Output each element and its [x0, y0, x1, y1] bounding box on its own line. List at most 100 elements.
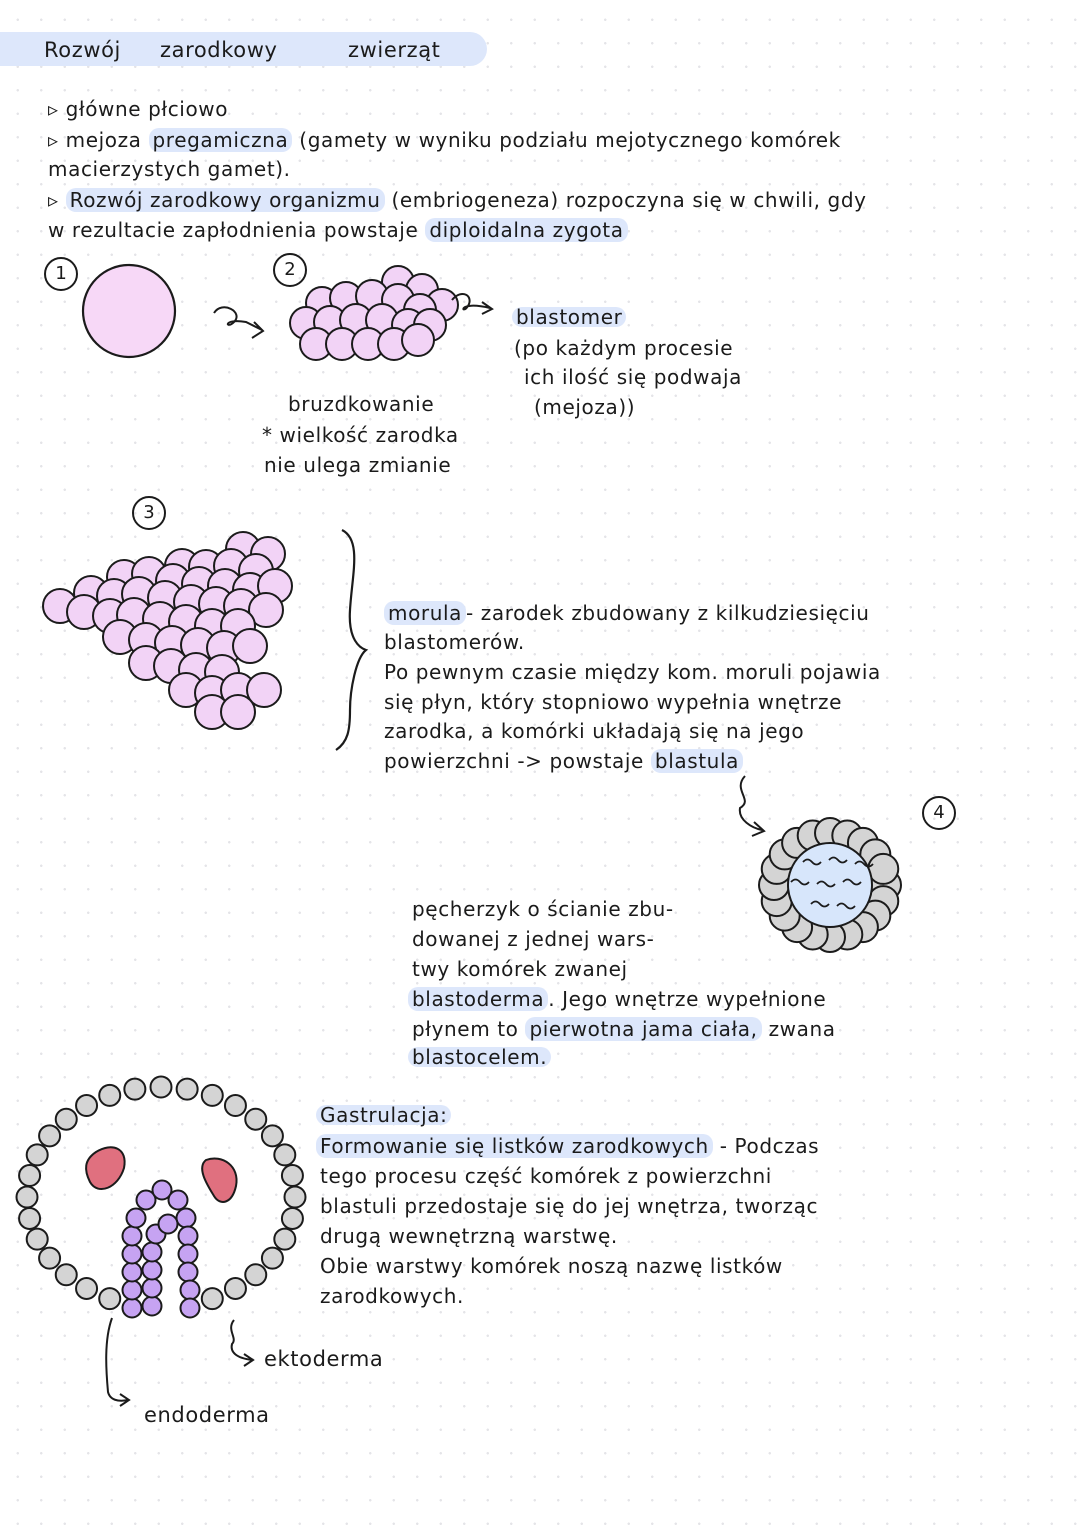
blastula-diagram — [758, 817, 902, 953]
ectoderm-cell — [283, 1185, 307, 1209]
endoderma-label: endoderma — [144, 1403, 270, 1427]
mesoderm-left — [85, 1146, 126, 1190]
ectoderm-cell — [15, 1185, 39, 1209]
bullet-1-text: główne płciowo — [65, 97, 229, 121]
fluid-wave — [842, 878, 862, 886]
gastrulation-line-3: blastuli przedostaje się do jej wnętrza,… — [320, 1194, 819, 1218]
bullet-3-zygote-highlight: diploidalna zygota — [425, 218, 628, 242]
ectoderm-cell — [54, 1107, 78, 1131]
blastula-line-5: płynem to pierwotna jama ciała, zwana — [412, 1017, 836, 1041]
endoderm-cell — [121, 1279, 143, 1301]
endoderm-cell — [141, 1241, 163, 1263]
bullet-2-highlight: pregamiczna — [148, 128, 293, 152]
endoderm-cell — [157, 1213, 179, 1235]
ectoderm-cell — [273, 1227, 297, 1251]
blastoderm-highlight: blastoderma — [408, 987, 549, 1011]
morula-cell — [248, 592, 284, 628]
blastomer-note-1: (po każdym procesie — [514, 336, 734, 360]
fluid-wave — [836, 902, 856, 910]
cleavage-note-2: nie ulega zmianie — [264, 453, 452, 477]
ectoderm-cell — [123, 1077, 147, 1101]
title-word-3: zwierząt — [348, 38, 441, 62]
ektoderma-label: ektoderma — [264, 1347, 384, 1371]
fluid-wave — [816, 880, 836, 888]
blastula-line-4-text: . Jego wnętrze wypełnione — [548, 987, 827, 1011]
curly-brace — [335, 529, 369, 751]
blastula-line-5-text: płynem to — [412, 1017, 519, 1041]
gastrulation-line-4: drugą wewnętrzną warstwę. — [320, 1224, 618, 1248]
ectoderm-cell — [280, 1164, 304, 1188]
ectoderm-cell — [25, 1143, 49, 1167]
arrow-zygote-to-cleavage — [213, 306, 265, 339]
endoderm-cell — [125, 1207, 147, 1229]
endoderm-cell — [151, 1179, 173, 1201]
gastrula-diagram — [15, 1075, 307, 1319]
ectoderm-cell — [244, 1107, 268, 1131]
arrow-to-blastula — [738, 775, 766, 837]
endoderm-cell — [121, 1261, 143, 1283]
blastomere-cell — [401, 323, 435, 357]
morula-line-2: blastomerów. — [384, 630, 525, 654]
bullet-1: ▹ główne płciowo — [48, 97, 229, 121]
title-word-1: Rozwój — [44, 38, 121, 62]
cleavage-note-1: * wielkość zarodka — [262, 423, 459, 447]
bullet-3-cont-text: w rezultacie zapłodnienia powstaje — [48, 218, 419, 242]
bullet-2-term: mejoza — [65, 128, 142, 152]
fluid-wave — [828, 856, 848, 864]
ectoderm-cell — [149, 1075, 173, 1099]
bullet-3-rest: (embriogeneza) rozpoczyna się w chwili, … — [391, 188, 867, 212]
morula-cell — [232, 628, 268, 664]
endoderm-cell — [121, 1225, 143, 1247]
ectoderm-cell — [38, 1124, 62, 1148]
morula-highlight: morula — [384, 601, 467, 625]
label-pointers — [105, 1317, 255, 1407]
ectoderm-cell — [244, 1263, 268, 1287]
blastomer-arrow — [451, 292, 494, 315]
endoderm-cell — [177, 1243, 199, 1265]
primary-cavity-highlight: pierwotna jama ciała, — [525, 1017, 762, 1041]
stage-number-2: 2 — [273, 253, 307, 287]
ectoderm-cell — [200, 1287, 224, 1311]
gastrulation-line-6: zarodkowych. — [320, 1284, 464, 1308]
endoderm-cell — [175, 1207, 197, 1229]
morula-cell — [220, 694, 256, 730]
blastula-highlight: blastula — [650, 749, 743, 773]
blastomer-note-3: (mejoza)) — [534, 395, 636, 419]
bullet-2: ▹ mejoza pregamiczna (gamety w wyniku po… — [48, 128, 841, 152]
gastrulation-line-5: Obie warstwy komórek noszą nazwę listków — [320, 1254, 783, 1278]
endoderm-cell — [141, 1277, 163, 1299]
blastula-line-1: pęcherzyk o ścianie zbu- — [412, 897, 674, 921]
ectoderm-cell — [38, 1246, 62, 1270]
endoderm-cell — [179, 1297, 201, 1319]
gastrulation-line-1-text: - Podczas — [719, 1134, 820, 1158]
morula-line-6: powierzchni -> powstaje blastula — [384, 749, 743, 773]
ectoderm-cell — [175, 1077, 199, 1101]
blastula-line-4: blastoderma. Jego wnętrze wypełnione — [408, 987, 827, 1011]
ectoderm-cell — [18, 1206, 42, 1230]
ectoderm-cell — [98, 1083, 122, 1107]
germ-layers-highlight: Formowanie się listków zarodkowych — [316, 1134, 713, 1158]
ectoderm-cell — [54, 1263, 78, 1287]
morula-line-5: zarodka, a komórki układają się na jego — [384, 719, 805, 743]
endoderm-cell — [141, 1295, 163, 1317]
bullet-3-highlight: Rozwój zarodkowy organizmu — [65, 188, 385, 212]
blastomer-label: blastomer — [512, 307, 627, 327]
bullet-2-cont: macierzystych gamet). — [48, 157, 291, 181]
morula-line-3: Po pewnym czasie między kom. moruli poja… — [384, 660, 881, 684]
stage-number-1: 1 — [44, 257, 78, 291]
endoderm-cell — [135, 1189, 157, 1211]
title-highlight — [0, 32, 487, 66]
stage-number-3: 3 — [132, 496, 166, 530]
title-word-2: zarodkowy — [160, 38, 278, 62]
blastocoel-cavity — [787, 842, 873, 928]
ectoderm-cell — [260, 1246, 284, 1270]
gastrulation-line-2: tego procesu część komórek z powierzchni — [320, 1164, 772, 1188]
ectoderm-cell — [273, 1143, 297, 1167]
gastrulation-line-1: Formowanie się listków zarodkowych - Pod… — [316, 1134, 820, 1158]
gastrulation-title: Gastrulacja: — [316, 1105, 452, 1125]
endoderm-cell — [121, 1297, 143, 1319]
ectoderm-cell — [223, 1094, 247, 1118]
cleavage-cells — [289, 265, 459, 361]
bullet-2-rest: (gamety w wyniku podziału mejotycznego k… — [299, 128, 841, 152]
